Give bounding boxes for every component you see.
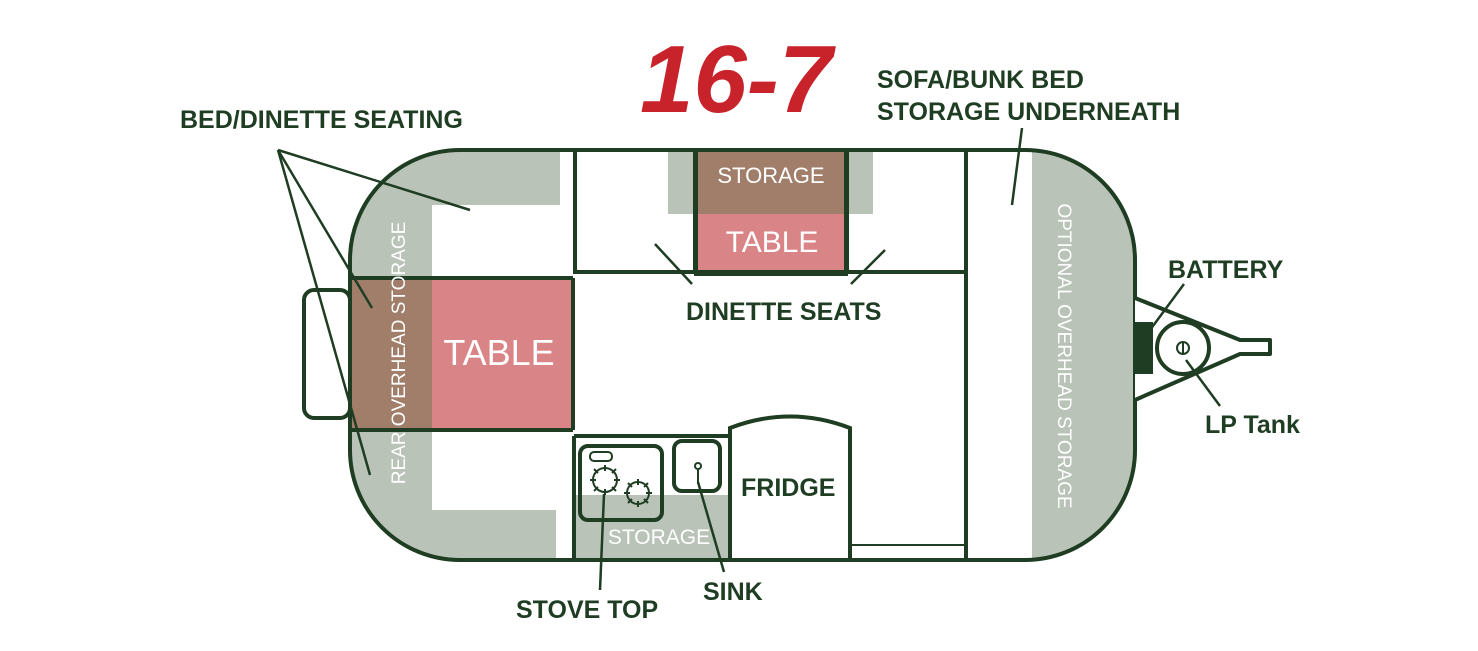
label-lp-tank: LP Tank (1205, 411, 1300, 439)
label-sofa-bunk-line2: STORAGE UNDERNEATH (877, 98, 1180, 126)
label-bed-dinette-seating: BED/DINETTE SEATING (180, 106, 463, 134)
label-table-top: TABLE (726, 226, 819, 259)
rear-seating-fill (350, 150, 560, 560)
label-battery: BATTERY (1168, 256, 1284, 284)
interior-walls (350, 150, 968, 560)
label-rear-overhead-storage: REAR OVERHEAD STORAGE (389, 222, 410, 485)
rear-table (432, 278, 573, 430)
rear-overhead-storage-fill (352, 278, 432, 430)
label-sink: SINK (703, 578, 763, 606)
leader-lines (276, 127, 1222, 591)
front-overhead-fill (1032, 150, 1135, 560)
model-title: 16-7 (640, 26, 837, 133)
top-table (696, 214, 846, 274)
label-optional-overhead-storage: OPTIONAL OVERHEAD STORAGE (1053, 203, 1074, 508)
stove-top-unit (578, 444, 664, 522)
sink-unit (672, 439, 722, 493)
label-fridge: FRIDGE (741, 474, 835, 502)
hitch-assembly (1133, 296, 1272, 402)
label-table-rear: TABLE (443, 332, 554, 373)
label-sofa-bunk-line1: SOFA/BUNK BED (877, 66, 1084, 94)
rear-bumper (302, 288, 352, 420)
battery-box (1133, 322, 1153, 374)
top-storage-box (696, 150, 846, 214)
label-storage-galley: STORAGE (608, 526, 710, 549)
label-stove-top: STOVE TOP (516, 596, 658, 624)
label-storage-top: STORAGE (717, 163, 824, 188)
label-dinette-seats: DINETTE SEATS (686, 298, 881, 326)
